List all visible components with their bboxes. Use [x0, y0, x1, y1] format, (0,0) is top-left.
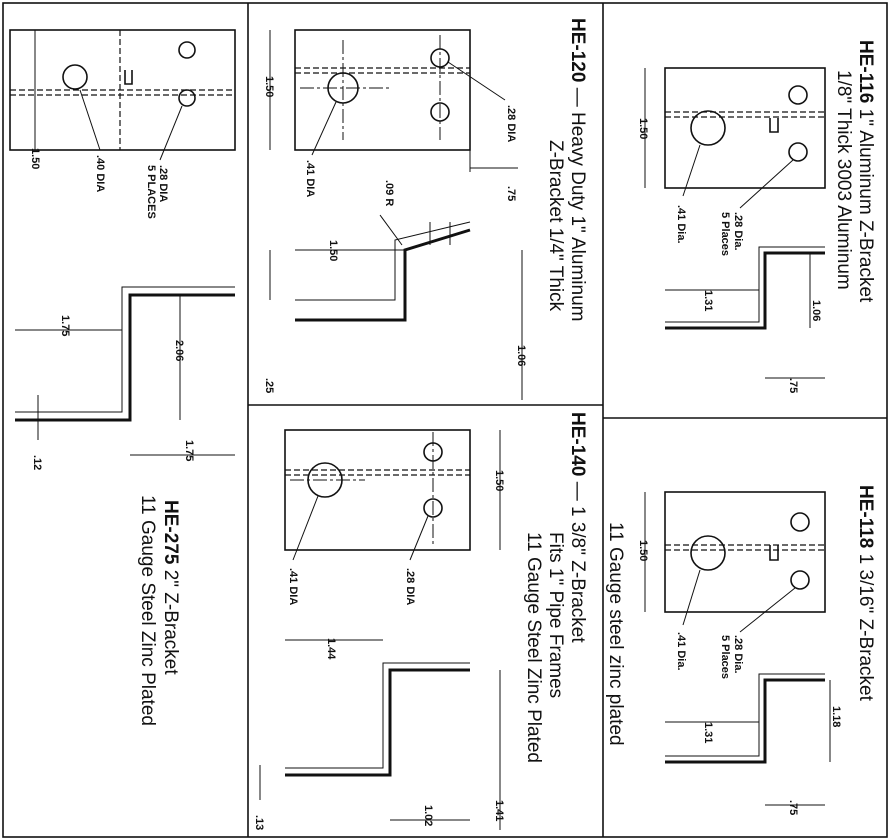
he120-radius-label: .09 R	[383, 180, 395, 206]
he120-title: HE-120 — Heavy Duty 1" Aluminum	[567, 18, 588, 321]
he120-offset-label: 1.06	[515, 345, 527, 366]
he118-large-hole	[690, 535, 726, 571]
he275-thick-label: .12	[31, 455, 43, 470]
he275-small-hole-label: .28 DIA	[157, 165, 169, 202]
he118-side-profile	[665, 678, 825, 764]
he120-radius-leader	[379, 214, 403, 246]
he275-flange-label: 1.75	[183, 440, 195, 461]
he140-big-hole-label: .41 DIA	[287, 568, 299, 605]
he118-leader-big	[682, 569, 701, 626]
he116-small-hole-2	[788, 142, 808, 162]
he120-height-label: 1.50	[263, 76, 275, 97]
he140-subtitle-2: 11 Gauge Steel Zinc Plated	[523, 532, 544, 763]
he118-height-label: 1.50	[637, 540, 649, 561]
he140-small-hole-label: .28 DIA	[404, 568, 416, 605]
panel-he275: HE-275 2" Z-Bracket 11 Gauge Steel Zinc …	[9, 29, 236, 726]
he275-leg-label: 1.75	[59, 315, 71, 336]
he118-big-hole-label: .41 Dia.	[675, 632, 687, 671]
he275-places-label: 5 PLACES	[145, 165, 157, 219]
he140-side-profile-inner	[285, 662, 470, 769]
he116-height-label: 1.50	[637, 118, 649, 139]
he118-places-label: 5 Places	[719, 635, 731, 679]
he116-leader-small	[739, 159, 794, 209]
he120-leader-big	[311, 101, 337, 156]
he120-dim-75-label: .75	[505, 186, 517, 201]
he140-height-label: 1.50	[493, 470, 505, 491]
he118-title: HE-118 1 3/16" Z-Bracket	[855, 485, 876, 702]
he140-leader-big	[292, 495, 319, 561]
he116-title: HE-116 1" Aluminum Z-Bracket	[855, 40, 876, 303]
he275-small-hole-1	[178, 41, 196, 59]
he116-leader-big	[682, 144, 701, 197]
he275-side-profile	[15, 293, 235, 422]
he116-small-hole-label: .28 Dia.	[732, 212, 744, 251]
he140-small-hole-2	[423, 498, 443, 518]
he140-leader-small	[409, 515, 429, 561]
he275-leader-big	[79, 89, 101, 151]
he118-plate	[664, 491, 826, 613]
he118-leader-small	[739, 587, 796, 633]
he116-side-profile	[665, 251, 825, 330]
he275-height-label: 1.50	[29, 148, 41, 169]
he116-plate	[664, 67, 826, 189]
he275-large-hole	[62, 64, 88, 90]
he118-small-hole-1	[790, 512, 810, 532]
he140-offset-label: 1.41	[493, 800, 505, 821]
he116-side-profile-inner	[665, 246, 825, 323]
he120-subtitle: Z-Bracket 1/4" Thick	[545, 140, 566, 312]
he120-thick-label: .25	[263, 378, 275, 393]
panel-he118: HE-118 1 3/16" Z-Bracket 11 Gauge steel …	[605, 485, 876, 815]
he120-small-hole-label: .28 DIA	[505, 105, 517, 142]
he116-offset-label: 1.06	[810, 300, 822, 321]
he275-subtitle: 11 Gauge Steel Zinc Plated	[137, 495, 158, 726]
he116-big-hole-label: .41 Dia.	[675, 205, 687, 244]
he140-flange-label: 1.02	[422, 805, 434, 826]
he140-leg-label: 1.44	[325, 638, 337, 660]
he140-thick-label: .13	[253, 815, 265, 830]
he120-leader-small	[447, 61, 506, 101]
he140-subtitle-1: Fits 1" Pipe Frames	[545, 532, 566, 698]
he118-side-profile-inner	[665, 673, 825, 757]
he275-mid-label: 2.06	[173, 340, 185, 361]
he118-small-hole-label: .28 Dia.	[732, 635, 744, 674]
he120-side-profile	[295, 228, 471, 322]
he116-places-label: 5 Places	[719, 212, 731, 256]
he275-big-hole-label: .40 DIA	[94, 155, 106, 192]
he140-plate	[284, 429, 471, 551]
he140-title: HE-140 — 1 3/8" Z-Bracket	[567, 412, 588, 643]
he275-side-profile-inner	[15, 286, 235, 413]
he120-plate	[294, 29, 471, 151]
he120-leg-label: 1.50	[327, 240, 339, 261]
he275-tab	[124, 70, 133, 85]
panel-he116: HE-116 1" Aluminum Z-Bracket 1/8" Thick …	[637, 40, 876, 393]
he116-small-hole-1	[788, 85, 808, 105]
he118-subtitle: 11 Gauge steel zinc plated	[605, 522, 626, 746]
panel-he120: HE-120 — Heavy Duty 1" Aluminum Z-Bracke…	[263, 18, 588, 400]
he118-leg-label: 1.31	[702, 722, 714, 743]
he275-leader-small	[159, 105, 183, 161]
he116-tab	[769, 118, 779, 133]
he116-flange-label: .75	[787, 378, 799, 393]
he275-title: HE-275 2" Z-Bracket	[160, 500, 181, 675]
he118-small-hole-2	[790, 570, 810, 590]
he118-offset-label: 1.18	[830, 706, 842, 727]
he120-big-hole-label: .41 DIA	[304, 160, 316, 197]
he118-flange-label: .75	[787, 800, 799, 815]
panel-he140: HE-140 — 1 3/8" Z-Bracket Fits 1" Pipe F…	[253, 412, 588, 830]
he116-large-hole	[690, 110, 726, 146]
he116-subtitle: 1/8" Thick 3003 Aluminum	[833, 70, 854, 290]
he275-small-hole-2	[178, 89, 196, 107]
he120-side-profile-inner	[295, 221, 471, 301]
he116-leg-label: 1.31	[702, 290, 714, 311]
he140-side-profile	[285, 668, 470, 777]
he118-tab	[769, 545, 779, 561]
